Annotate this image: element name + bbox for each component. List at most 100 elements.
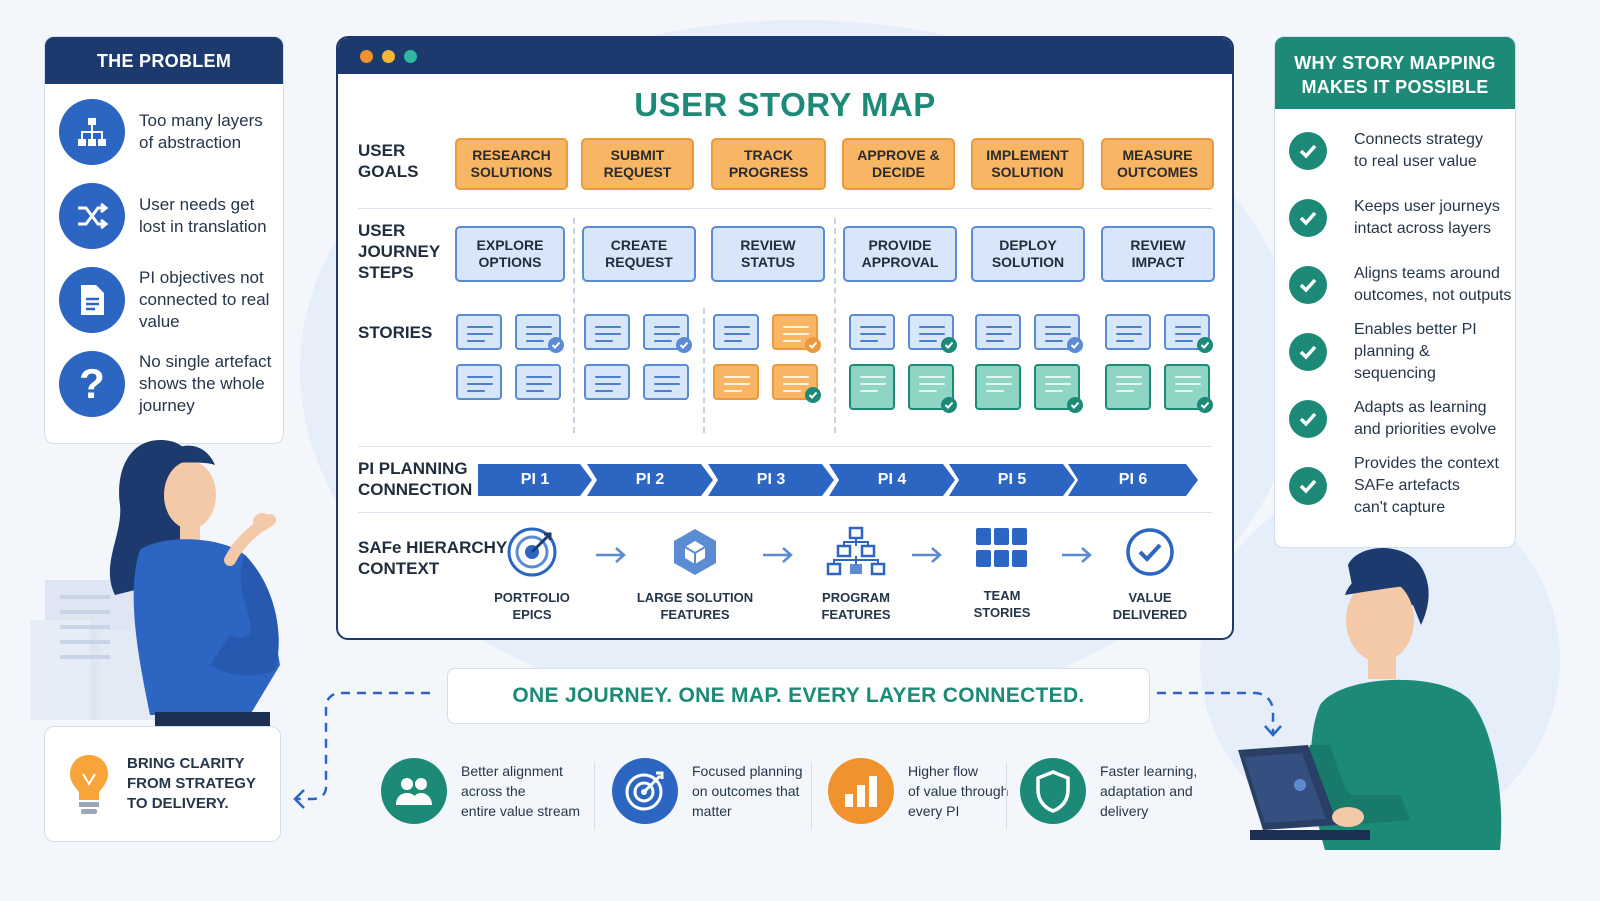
org-chart-icon xyxy=(826,526,886,576)
story-card[interactable] xyxy=(849,314,895,350)
story-card[interactable] xyxy=(908,314,957,353)
dashed-connector-right xyxy=(1157,691,1282,737)
story-card[interactable] xyxy=(908,364,957,413)
story-card[interactable] xyxy=(713,364,759,400)
benefit-separator xyxy=(1006,762,1007,830)
story-card[interactable] xyxy=(849,364,895,410)
story-card[interactable] xyxy=(1105,364,1151,410)
goal-card[interactable]: APPROVE & DECIDE xyxy=(842,138,955,190)
column-divider xyxy=(834,218,836,433)
checkmark-icon xyxy=(1067,337,1083,353)
journey-card[interactable]: EXPLORE OPTIONS xyxy=(455,226,565,282)
benefit-item: Better alignment across the entire value… xyxy=(381,758,580,824)
column-divider xyxy=(703,308,705,433)
journey-card[interactable]: CREATE REQUEST xyxy=(582,226,696,282)
story-card[interactable] xyxy=(713,314,759,350)
story-card[interactable] xyxy=(1164,314,1213,353)
pi-chevron[interactable]: PI 4 xyxy=(829,464,955,496)
checkmark-icon xyxy=(941,397,957,413)
problem-item: ? No single artefact shows the whole jou… xyxy=(45,342,283,426)
bar-chart-icon xyxy=(828,758,894,824)
pi-chevron[interactable]: PI 1 xyxy=(478,464,592,496)
journey-card[interactable]: REVIEW IMPACT xyxy=(1101,226,1215,282)
checkmark-icon xyxy=(805,387,821,403)
story-card[interactable] xyxy=(975,364,1021,410)
story-card[interactable] xyxy=(515,364,561,400)
problem-item: PI objectives not connected to real valu… xyxy=(45,258,283,342)
problem-title: THE PROBLEM xyxy=(45,37,283,84)
goal-card[interactable]: MEASURE OUTCOMES xyxy=(1101,138,1214,190)
clarity-text: BRING CLARITY FROM STRATEGY TO DELIVERY. xyxy=(127,755,256,812)
goal-card[interactable]: TRACK PROGRESS xyxy=(711,138,826,190)
story-card[interactable] xyxy=(1164,364,1213,413)
hierarchy-team-stories: TEAM STORIES xyxy=(932,526,1072,621)
window-title-bar xyxy=(338,38,1232,74)
arrow-right-icon xyxy=(763,547,793,563)
checkmark-icon xyxy=(1289,265,1327,304)
window-dot-teal xyxy=(404,50,417,63)
pi-chevron[interactable]: PI 3 xyxy=(708,464,834,496)
story-card[interactable] xyxy=(1034,314,1083,353)
checkmark-icon xyxy=(1289,332,1327,371)
story-card[interactable] xyxy=(1105,314,1151,350)
benefit-item: Higher flow of value through every PI xyxy=(828,758,1008,824)
story-map-window: USER STORY MAP USER GOALS USER JOURNEY S… xyxy=(336,36,1234,640)
arrow-right-icon xyxy=(596,547,626,563)
problem-item: Too many layers of abstraction xyxy=(45,90,283,174)
why-item: Provides the context SAFe artefacts can'… xyxy=(1275,452,1515,519)
hierarchy-portfolio-epics: PORTFOLIO EPICS xyxy=(462,526,602,623)
hierarchy-icon xyxy=(59,99,125,165)
story-card[interactable] xyxy=(772,364,821,403)
target-icon xyxy=(507,527,557,577)
why-item: Keeps user journeys intact across layers xyxy=(1275,184,1515,251)
problem-text: Too many layers of abstraction xyxy=(139,111,263,152)
journey-card[interactable]: PROVIDE APPROVAL xyxy=(843,226,957,282)
story-card[interactable] xyxy=(643,364,689,400)
checkmark-icon xyxy=(1197,397,1213,413)
hierarchy-label: PORTFOLIO EPICS xyxy=(494,590,570,622)
benefit-separator xyxy=(594,762,595,830)
journey-card[interactable]: REVIEW STATUS xyxy=(711,226,825,282)
checkmark-icon xyxy=(941,337,957,353)
story-card[interactable] xyxy=(975,314,1021,350)
story-card[interactable] xyxy=(584,364,630,400)
checkmark-icon xyxy=(1197,337,1213,353)
story-card[interactable] xyxy=(643,314,692,353)
checkmark-icon xyxy=(1289,131,1327,170)
row-divider xyxy=(358,446,1212,447)
goal-card[interactable]: RESEARCH SOLUTIONS xyxy=(455,138,568,190)
story-card[interactable] xyxy=(584,314,630,350)
pi-row-label: PI PLANNING CONNECTION xyxy=(358,459,473,499)
benefit-text: Focused planning on outcomes that matter xyxy=(692,763,803,819)
hierarchy-label: PROGRAM FEATURES xyxy=(821,590,891,622)
story-card[interactable] xyxy=(772,314,821,353)
goal-card[interactable]: IMPLEMENT SOLUTION xyxy=(971,138,1084,190)
story-card[interactable] xyxy=(456,364,502,400)
check-circle-icon xyxy=(1126,528,1174,576)
journey-row-label: USER JOURNEY STEPS xyxy=(358,221,441,282)
goal-card[interactable]: SUBMIT REQUEST xyxy=(581,138,694,190)
benefit-text: Better alignment across the entire value… xyxy=(461,763,581,819)
pi-chevron[interactable]: PI 5 xyxy=(949,464,1075,496)
clarity-card: BRING CLARITY FROM STRATEGY TO DELIVERY. xyxy=(44,726,281,842)
pi-chevron[interactable]: PI 2 xyxy=(587,464,713,496)
story-card[interactable] xyxy=(1034,364,1083,413)
hierarchy-label: TEAM STORIES xyxy=(973,588,1031,620)
row-divider xyxy=(358,208,1212,209)
shuffle-icon xyxy=(59,183,125,249)
question-icon: ? xyxy=(59,351,125,417)
checkmark-icon xyxy=(805,337,821,353)
grid-icon xyxy=(976,528,1027,567)
pi-chevron[interactable]: PI 6 xyxy=(1068,464,1198,496)
hierarchy-large-solution: LARGE SOLUTION FEATURES xyxy=(625,526,765,623)
journey-card[interactable]: DEPLOY SOLUTION xyxy=(971,226,1085,282)
story-card[interactable] xyxy=(456,314,502,350)
team-icon xyxy=(381,758,447,824)
document-icon xyxy=(59,267,125,333)
why-item: Connects strategy to real user value xyxy=(1275,117,1515,184)
checkmark-icon xyxy=(1067,397,1083,413)
why-text: Provides the context SAFe artefacts can'… xyxy=(1354,454,1499,516)
story-card[interactable] xyxy=(515,314,564,353)
why-title: WHY STORY MAPPING MAKES IT POSSIBLE xyxy=(1275,37,1515,109)
tagline-banner: ONE JOURNEY. ONE MAP. EVERY LAYER CONNEC… xyxy=(447,668,1150,724)
